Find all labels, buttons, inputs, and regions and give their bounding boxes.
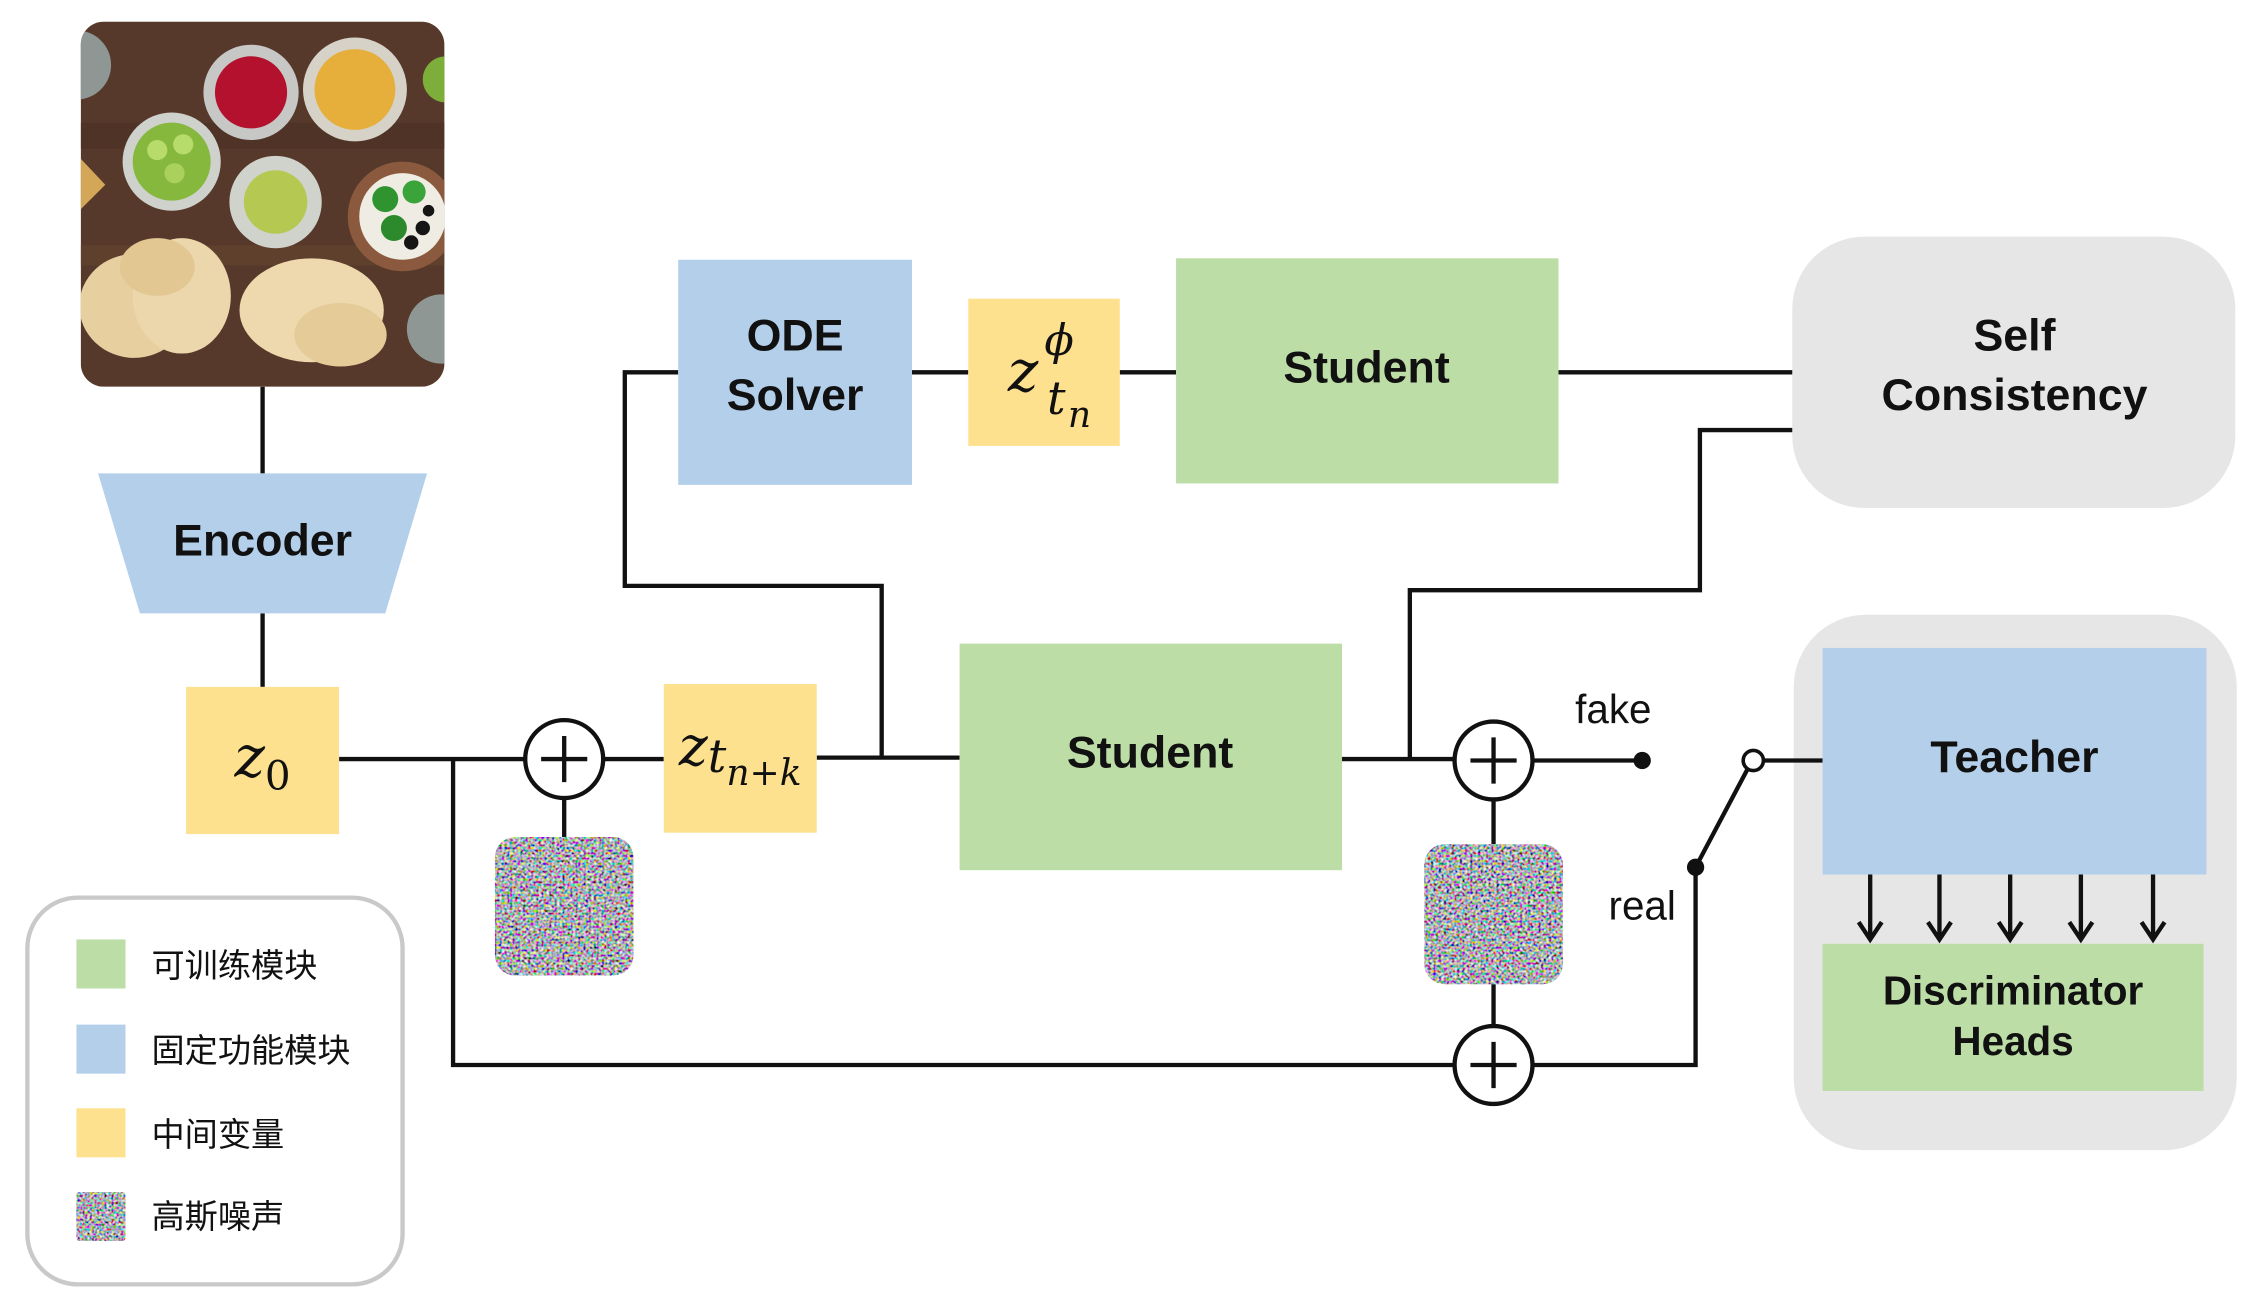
peppers-bowl-inner [359, 173, 445, 260]
food-photo [80, 21, 445, 387]
add-noise-node-3 [1452, 1023, 1535, 1107]
z-tn-phi-sub-subscript: n [1068, 394, 1091, 436]
gaussian-noise-image-1 [494, 836, 634, 976]
legend-label-intermediate: 中间变量 [151, 1115, 284, 1154]
add-noise-node-2 [1452, 719, 1535, 802]
wire-plus-3-to-real [1532, 867, 1698, 1068]
z-tn-phi-superscript: ϕ [1044, 316, 1074, 366]
black-bean [415, 220, 430, 236]
self-consistency-label-line-2: Consistency [1882, 371, 2148, 420]
legend-swatch-trainable [76, 939, 126, 989]
switch-arm [1693, 768, 1750, 869]
teacher-label: Teacher [1930, 733, 2098, 782]
z-tnk-subscript: t [708, 729, 727, 783]
encoder-block [98, 473, 428, 614]
z0-box [186, 686, 340, 835]
legend-box [25, 895, 405, 1287]
z-tnk-base: z [678, 714, 709, 778]
arrow-down-icon [2139, 874, 2167, 944]
black-bean [404, 235, 419, 250]
legend-swatch-noise [76, 1191, 126, 1242]
z-tn-phi-subscript: t [1047, 371, 1066, 425]
discriminator-heads-block [1822, 943, 2204, 1091]
greens-partial [422, 56, 445, 103]
student-top-block [1176, 258, 1559, 484]
student-top-label: Student [1283, 343, 1450, 392]
z0-subscript: 0 [265, 751, 291, 799]
legend-label-trainable: 可训练模块 [151, 946, 317, 985]
grapes [132, 122, 211, 201]
feature-arrows [1856, 874, 2167, 944]
wire-self-consistency-to-student-bottom [1407, 427, 1793, 760]
glass-bowl-partial [406, 294, 445, 364]
arrow-down-icon [1856, 874, 1884, 944]
chip-partial [80, 158, 106, 210]
fake-terminal-dot [1633, 751, 1651, 770]
discriminator-heads-label-line-1: Discriminator [1883, 967, 2144, 1013]
z-tnk-sub-subscript: n+k [726, 752, 801, 794]
ode-solver-block [678, 259, 912, 485]
ode-solver-label-line-1: ODE [747, 312, 844, 361]
z-tnk-box [663, 684, 817, 833]
glass-bowl-partial [80, 30, 112, 100]
ode-solver-label-line-2: Solver [727, 371, 864, 420]
z-tn-phi-base: z [1007, 337, 1039, 405]
student-bottom-label: Student [1067, 729, 1234, 778]
self-consistency-box [1792, 236, 2236, 508]
z-tnk-label: ztn+k [678, 714, 802, 794]
green-pepper [372, 186, 399, 213]
wire-z-tnk-to-ode-solver [622, 370, 884, 758]
real-terminal-dot [1686, 858, 1705, 876]
legend-swatch-intermediate [76, 1108, 126, 1158]
hummus [314, 49, 396, 130]
student-bottom-block [959, 643, 1343, 871]
arrow-down-icon [2067, 874, 2095, 944]
discriminator-heads-label-line-2: Heads [1952, 1018, 2073, 1064]
add-noise-node-1 [523, 717, 606, 801]
real-label: real [1609, 882, 1676, 928]
tortilla-chip [294, 303, 387, 367]
wire-z0-skip-to-plus-3 [450, 759, 1455, 1068]
self-consistency-label-line-1: Self [1973, 312, 2055, 361]
tortilla-chip [119, 238, 195, 296]
arrow-down-icon [1926, 874, 1953, 944]
teacher-block [1822, 647, 2207, 875]
legend: 可训练模块 固定功能模块 中间变量 高斯噪声 [25, 895, 405, 1287]
red-sauce [214, 56, 288, 129]
legend-swatch-fixed [76, 1024, 126, 1074]
black-bean [422, 204, 435, 217]
switch-pivot [1741, 748, 1766, 773]
legend-label-fixed: 固定功能模块 [151, 1031, 350, 1070]
guacamole [243, 170, 308, 234]
z0-label: z0 [234, 722, 291, 799]
green-pepper [402, 180, 426, 204]
arrow-down-icon [1996, 874, 2024, 944]
grape [164, 163, 185, 184]
encoder-label: Encoder [173, 517, 352, 566]
z-tn-phi-box [968, 298, 1120, 446]
green-pepper [380, 215, 407, 241]
legend-label-noise: 高斯噪声 [151, 1197, 284, 1236]
grape [147, 139, 168, 161]
gaussian-noise-image-2 [1424, 844, 1563, 985]
z0-base: z [234, 722, 266, 790]
connection-wires [260, 370, 1823, 1068]
grape [173, 134, 194, 155]
fake-label: fake [1575, 686, 1651, 732]
